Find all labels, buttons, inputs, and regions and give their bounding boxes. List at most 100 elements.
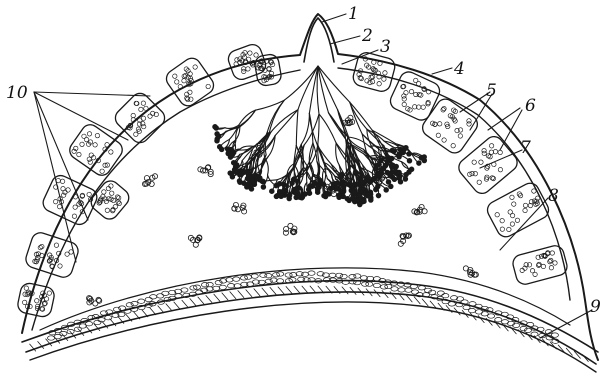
hatch-stroke (342, 287, 348, 294)
gland-cluster (398, 233, 411, 247)
duct-branch (329, 113, 347, 141)
fascia-cell (131, 301, 138, 305)
fascia-cell (270, 278, 277, 282)
label-10: 10 (6, 83, 28, 103)
fascia-cell (233, 277, 240, 281)
lobule-cell (450, 143, 456, 149)
duct-terminal (215, 132, 219, 136)
duct-branch (296, 110, 298, 146)
duct-branch (239, 110, 256, 125)
label-3: 3 (380, 37, 391, 57)
fascia-cell (100, 311, 107, 315)
lobule-cell (101, 189, 107, 195)
fascia-cell (265, 274, 272, 278)
hatch-stroke (214, 294, 220, 301)
duct-terminal (404, 172, 408, 176)
gland-cluster (283, 223, 297, 235)
fascia-cell (317, 272, 324, 276)
leader-10d (34, 92, 150, 96)
lobule-cell (108, 149, 114, 155)
lobule-cell (44, 296, 49, 301)
lobule-cell (147, 113, 153, 119)
lobule-cell (511, 201, 517, 207)
lobule-cell (86, 192, 92, 198)
gland-acinus (331, 192, 336, 197)
duct-branch (298, 66, 318, 110)
label-6: 6 (525, 96, 536, 116)
duct-terminal (422, 155, 426, 159)
fascia-cell (340, 274, 347, 278)
lobule-cell (104, 207, 110, 213)
fascia-cell (181, 288, 188, 292)
lobule-cell (109, 190, 115, 196)
duct-terminal (358, 194, 362, 198)
duct-terminal (389, 184, 393, 188)
lobule-cell (192, 64, 198, 70)
lobule-cell (507, 209, 513, 215)
fascia-cell (481, 312, 488, 316)
leader-1 (322, 14, 346, 22)
lobule-cell (73, 145, 79, 151)
duct-terminal (235, 163, 239, 167)
lobule-cell (81, 133, 87, 139)
fascia-cell (437, 291, 444, 295)
fascia-cell (265, 279, 272, 283)
hatch-stroke (238, 291, 244, 298)
hatch-stroke (254, 289, 260, 296)
lobule-cell (172, 73, 178, 79)
fascia-cell (85, 322, 92, 326)
lobule-cell (367, 80, 372, 85)
lobule-cell (105, 185, 111, 191)
lobule-cell (65, 187, 71, 193)
nipple (304, 18, 334, 62)
duct-terminal (308, 184, 312, 188)
lobule-cell (535, 255, 540, 260)
lobule-cell (358, 75, 363, 80)
duct-branch (319, 114, 336, 143)
fascia-cell (442, 294, 449, 298)
duct-terminal (409, 167, 413, 171)
fascia-cell (488, 314, 495, 318)
lobule-cell (523, 202, 529, 208)
fascia-cell (448, 302, 455, 306)
fascia-cell (150, 295, 157, 299)
duct-terminal (287, 196, 291, 200)
fascia-cell (298, 277, 305, 281)
duct-terminal (379, 168, 383, 172)
lobule-cell (441, 137, 447, 143)
duct-branch (240, 110, 256, 126)
fascia-cell (206, 282, 213, 286)
fascia-cell (391, 287, 398, 291)
fascia-cell (213, 286, 220, 290)
lobule-cell (57, 263, 63, 269)
lobule-cell (60, 186, 66, 192)
hatch-stroke (350, 287, 356, 294)
lobule-cell (364, 62, 369, 67)
duct-terminal (261, 185, 265, 189)
label-5: 5 (486, 81, 497, 101)
fat-lobule (16, 282, 55, 318)
gland-cluster (142, 174, 157, 187)
fascia-cell (398, 288, 405, 292)
lobule-cell (382, 70, 387, 75)
lobule-cell (153, 111, 159, 117)
fascia-cell (412, 290, 419, 294)
lobule-cell (376, 81, 381, 86)
lobule-cell (506, 226, 512, 232)
lobule-cell (79, 141, 85, 147)
lobule-cell (130, 117, 136, 123)
fat-lobule (351, 51, 397, 94)
duct-terminal (296, 194, 300, 198)
duct-branch (318, 66, 338, 110)
fascia-cell (145, 297, 152, 301)
fascia-cell (329, 273, 336, 277)
lobule-cell (522, 266, 527, 271)
duct-branch (284, 66, 318, 100)
gland-cluster (412, 204, 427, 215)
duct-terminal (407, 159, 411, 163)
hatch-stroke (246, 290, 252, 297)
duct-terminal (270, 189, 274, 193)
lobule-cell (457, 133, 463, 139)
gland-cluster (198, 165, 214, 177)
